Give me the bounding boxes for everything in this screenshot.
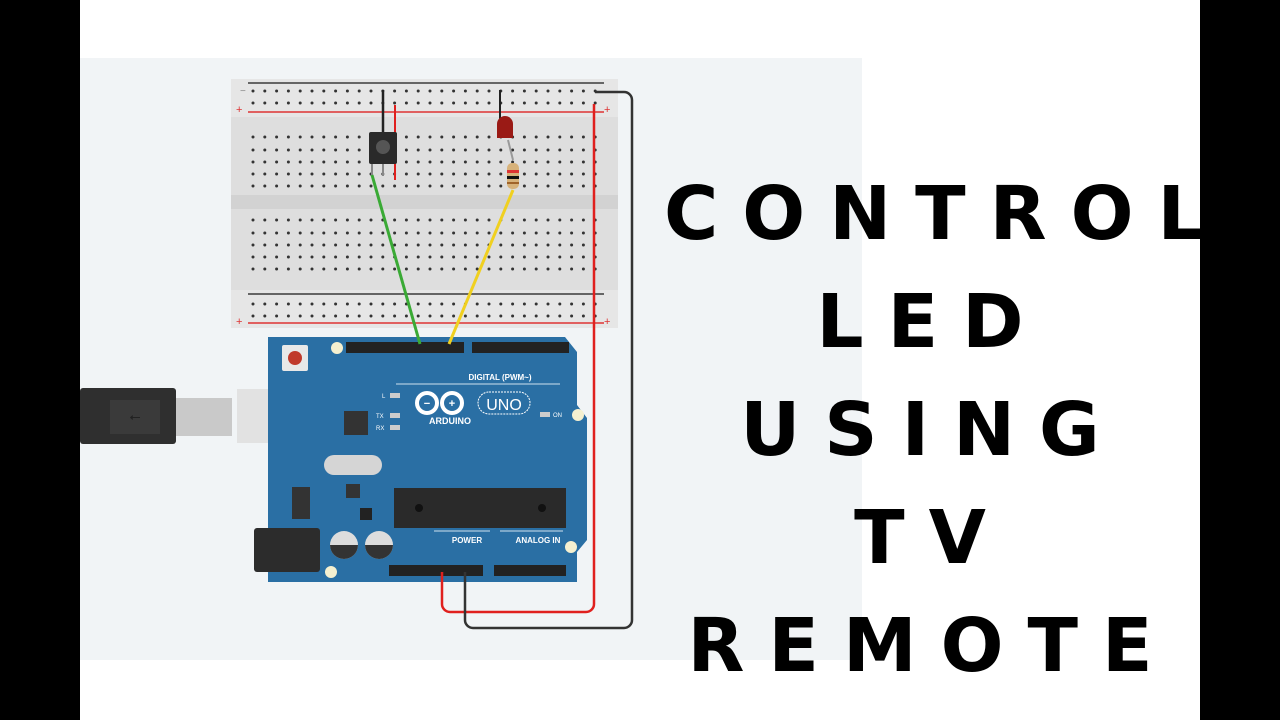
l-label: L xyxy=(382,394,386,400)
resistor xyxy=(507,163,519,189)
breadboard: − + + + + xyxy=(231,79,618,328)
arduino-uno-board: − + xyxy=(254,337,587,582)
digital-label: DIGITAL (PWM~) xyxy=(468,373,531,382)
headline: CONTROL LED USING TV REMOTE xyxy=(640,160,1229,689)
wire-red-5v xyxy=(440,104,596,614)
letterbox-left xyxy=(0,0,80,720)
led xyxy=(497,90,514,161)
headline-line-1: CONTROL xyxy=(664,171,1229,257)
wires xyxy=(370,90,634,630)
headline-line-4: TV REMOTE xyxy=(687,495,1177,689)
svg-text:+: + xyxy=(604,316,610,328)
arduino-logo-text: ARDUINO xyxy=(429,416,471,426)
model-label: UNO xyxy=(486,397,522,414)
headline-line-2: LED xyxy=(816,279,1048,365)
wire-green-signal xyxy=(370,174,422,345)
rail-minus-label: − xyxy=(240,86,246,97)
ir-receiver xyxy=(369,90,397,180)
power-label: POWER xyxy=(452,536,482,545)
svg-text:+: + xyxy=(604,104,610,116)
svg-text:−: − xyxy=(424,398,430,410)
svg-text:+: + xyxy=(449,398,455,410)
on-label: ON xyxy=(553,413,562,419)
tx-label: TX xyxy=(376,414,384,420)
rail-plus-label: + xyxy=(236,104,242,116)
wire-yellow-led xyxy=(447,189,515,345)
analog-label: ANALOG IN xyxy=(516,536,561,545)
rx-label: RX xyxy=(376,426,384,432)
arduino-logo: − + xyxy=(415,391,464,415)
letterbox-right xyxy=(1200,0,1280,720)
svg-text:+: + xyxy=(236,316,242,328)
usb-icon: ⭠ xyxy=(129,408,140,424)
wire-black-gnd xyxy=(463,90,634,630)
headline-line-3: USING xyxy=(740,387,1124,473)
